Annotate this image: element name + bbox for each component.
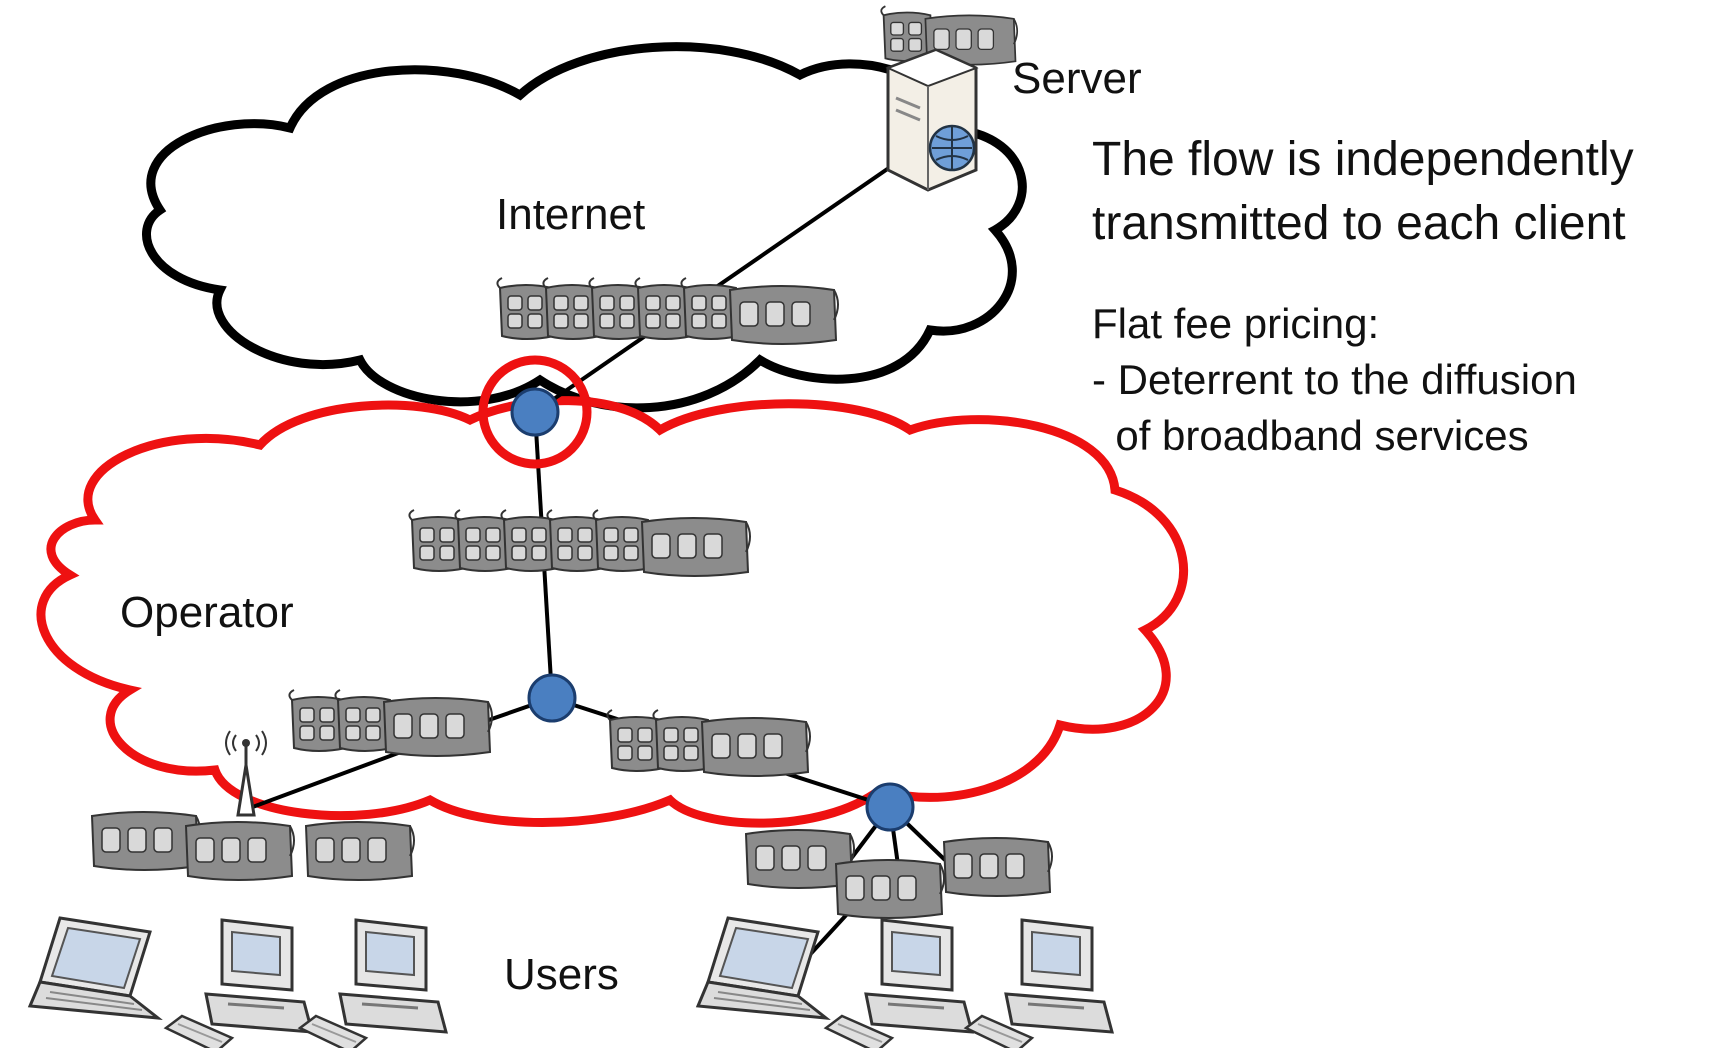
internet-cloud [142,42,1027,413]
gateway-highlight-ring [478,355,592,469]
user-desktop-2 [298,918,448,1048]
pricing-line-1: - Deterrent to the diffusion [1092,356,1577,403]
film-strips-internet [496,277,839,345]
user-laptop-1 [28,916,160,1020]
gateway-node [510,387,560,437]
users-label: Users [504,950,619,999]
pricing-title: Flat fee pricing: [1092,300,1380,347]
flow-note-line-2: transmitted to each client [1092,197,1626,250]
server-label: Server [1012,54,1142,103]
user-laptop-2 [696,916,828,1020]
film-strips-operator [408,509,751,577]
film-strips-right-branch [606,709,811,777]
pricing-line-2: of broadband services [1092,412,1529,459]
internet-label: Internet [496,190,646,239]
film-strips-right-users [745,829,1053,919]
user-desktop-1 [164,918,314,1048]
film-strips-left-branch [288,689,493,757]
user-desktop-4 [964,918,1114,1048]
film-strips-left-users [91,811,415,881]
operator-core-node [527,673,577,723]
server-icon [880,5,1019,192]
flow-note-line-1: The flow is independently [1092,133,1634,186]
edge-node [865,782,915,832]
operator-label: Operator [120,588,294,637]
user-desktop-3 [824,918,974,1048]
antenna-icon [225,730,267,817]
